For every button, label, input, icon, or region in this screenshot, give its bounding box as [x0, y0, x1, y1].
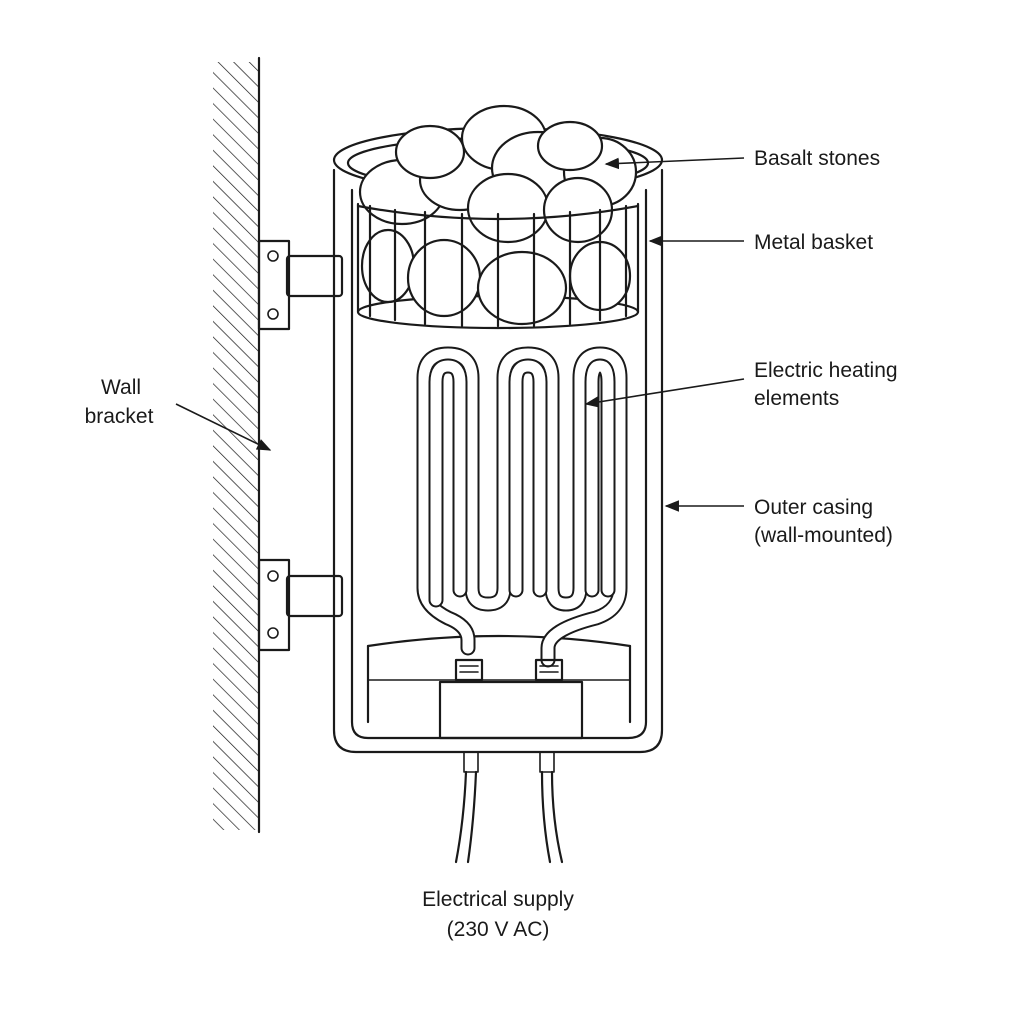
label-outer-casing-line1: Outer casing	[754, 496, 873, 519]
label-wall-bracket-line1: Wall	[101, 376, 141, 399]
label-metal-basket: Metal basket	[754, 231, 873, 254]
label-heating-elements-line2: elements	[754, 387, 839, 410]
wall-bracket-lower	[257, 558, 344, 652]
electric-heating-elements	[416, 346, 628, 668]
wall	[213, 56, 261, 834]
arrow-basalt-stones	[604, 157, 745, 170]
terminal-box	[438, 658, 584, 740]
label-electrical-supply-line1: Electrical supply	[422, 888, 574, 911]
arrow-wall-bracket	[175, 403, 272, 451]
label-heating-elements-line1: Electric heating	[754, 359, 898, 382]
wall-bracket-upper	[257, 239, 344, 331]
basket-bars	[356, 204, 640, 328]
label-outer-casing-line2: (wall-mounted)	[754, 524, 893, 547]
label-basalt-stones: Basalt stones	[754, 147, 880, 170]
label-wall-bracket-line2: bracket	[85, 405, 154, 428]
arrow-heating-elements	[584, 378, 745, 408]
label-electrical-supply-line2: (230 V AC)	[447, 918, 550, 941]
electrical-supply-cables	[454, 751, 564, 864]
wall-hatching	[213, 62, 259, 830]
base-tray	[366, 634, 632, 724]
